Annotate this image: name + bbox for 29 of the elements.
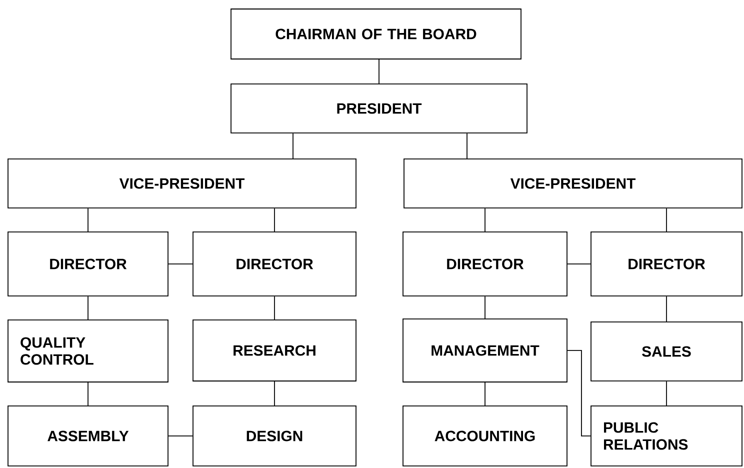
department-box: DESIGN — [192, 406, 356, 466]
department-box: RESEARCH — [192, 320, 356, 382]
title-box: CHAIRMAN OF THE BOARD — [230, 8, 522, 60]
department-box: QUALITY CONTROL — [8, 320, 168, 382]
connector-line — [666, 296, 667, 322]
position-box: DIRECTOR — [590, 232, 742, 296]
department-box: MANAGEMENT — [402, 318, 568, 382]
connector-line — [466, 133, 468, 159]
department-box: ASSEMBLY — [8, 406, 168, 466]
department-box: PUBLIC RELATIONS — [590, 406, 742, 466]
connector-line — [378, 58, 380, 84]
connector-line — [292, 133, 294, 159]
position-box: DIRECTOR — [192, 232, 356, 296]
connector-line — [484, 382, 486, 406]
connector-line — [274, 208, 275, 232]
connector-line — [567, 350, 591, 436]
connector-line — [274, 380, 275, 406]
position-box: DIRECTOR — [402, 232, 568, 296]
department-box: SALES — [590, 322, 742, 382]
position-box: VICE-PRESIDENT — [8, 158, 356, 208]
department-box: ACCOUNTING — [402, 406, 568, 466]
position-box: VICE-PRESIDENT — [404, 158, 742, 208]
connector-line — [484, 296, 486, 319]
position-box: PRESIDENT — [230, 84, 528, 134]
connector-line — [274, 296, 275, 320]
position-box: DIRECTOR — [8, 232, 168, 296]
connector-line — [666, 208, 667, 232]
connector-line — [484, 208, 486, 232]
connector-line — [666, 380, 667, 406]
